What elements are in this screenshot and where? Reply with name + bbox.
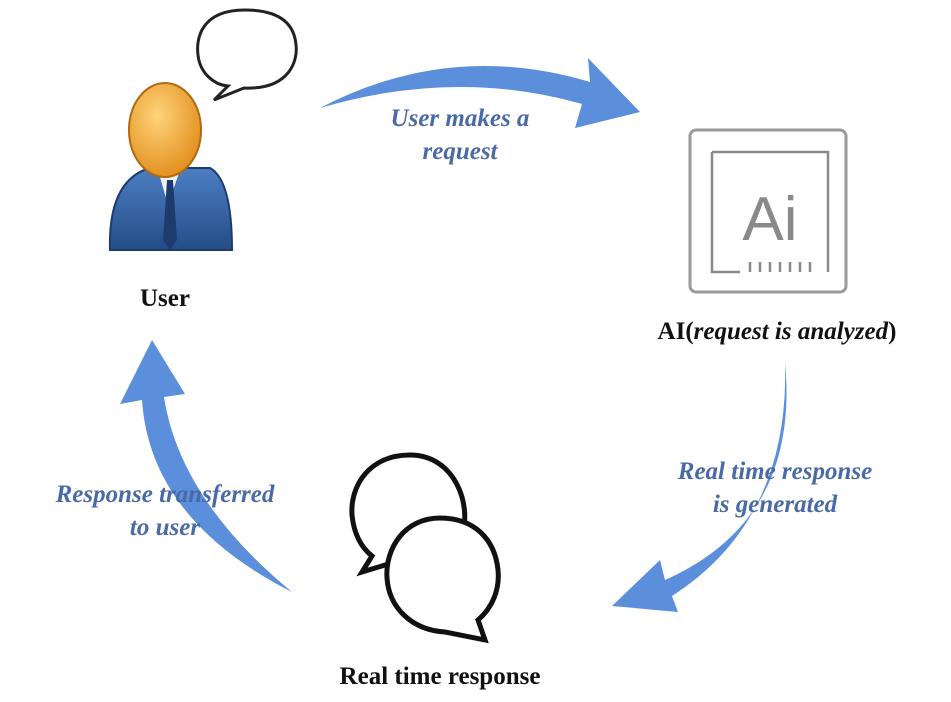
ai-label-prefix: AI( (657, 318, 694, 345)
response-label: Real time response (339, 663, 541, 690)
arrow-transferred (120, 340, 292, 592)
arrow-generated (612, 362, 787, 612)
user-icon (108, 82, 234, 251)
arrow-generated-label: Real time response is generated (630, 455, 920, 521)
arrow-request-label: User makes a request (340, 102, 580, 168)
svg-text:Ai: Ai (742, 185, 797, 254)
arrow-generated-line1: Real time response (677, 458, 873, 485)
arrow-request (320, 58, 640, 128)
arrow-request-line1: User makes a (390, 105, 530, 132)
arrow-transferred-line1: Response transferred (55, 481, 275, 508)
arrow-generated-line2: is generated (712, 491, 838, 518)
arrow-request-line2: request (422, 138, 498, 165)
speech-bubble-icon (196, 8, 298, 102)
ai-label-suffix: ) (888, 318, 897, 345)
ai-chip-icon: Ai (688, 128, 848, 294)
arrow-transferred-line2: to user (129, 514, 201, 541)
ai-label-italic: request is analyzed (693, 318, 889, 345)
chat-bubbles-icon (349, 452, 501, 644)
arrow-transferred-label: Response transferred to user (10, 478, 320, 544)
user-label: User (140, 285, 190, 312)
ai-label: AI(request is analyzed) (612, 318, 942, 346)
